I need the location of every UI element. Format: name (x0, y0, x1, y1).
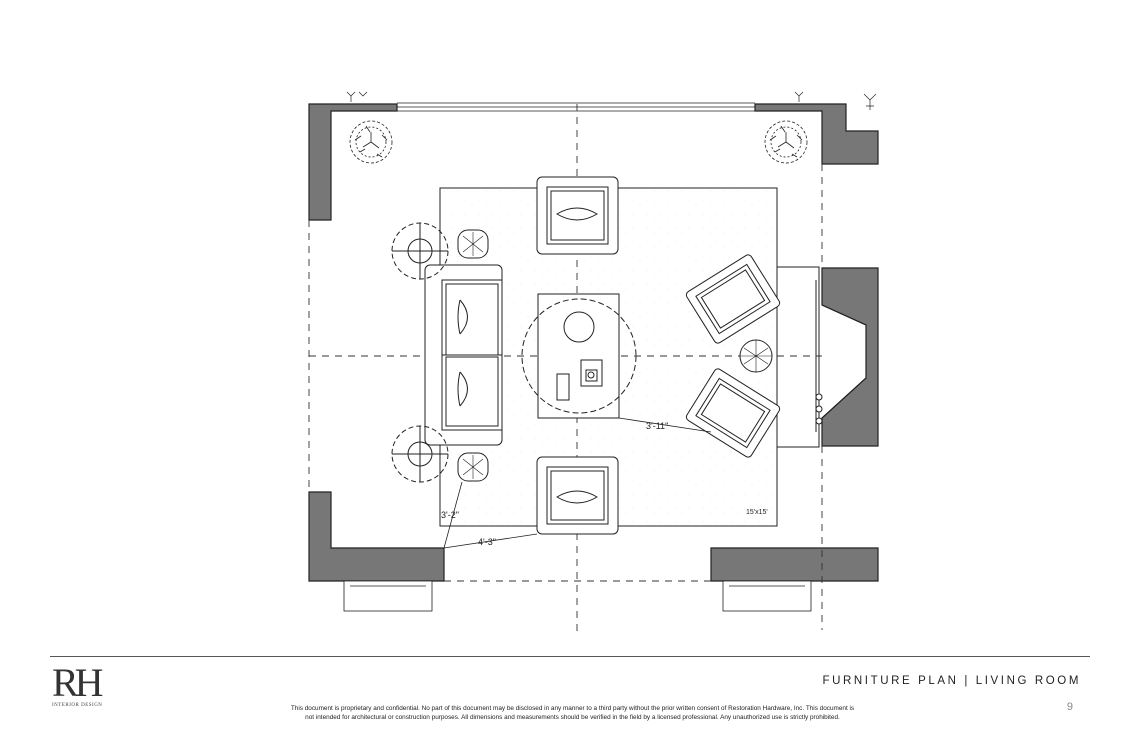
window-sills (343, 580, 812, 612)
pouf-fireplace (739, 339, 773, 373)
armchair-top (536, 176, 619, 255)
logo-mark: RH (52, 660, 104, 705)
dimension-bottom-clear: 4'-3" (478, 537, 496, 547)
disclaimer: This document is proprietary and confide… (200, 704, 945, 722)
rh-logo: RH INTERIOR DESIGN (52, 660, 112, 714)
wall-top-right (754, 103, 879, 165)
pouf-bottom (457, 452, 489, 482)
end-table-top (391, 222, 449, 280)
rug-size-label: 15'x15' (746, 509, 768, 516)
fireplace-hearth (776, 266, 867, 448)
wall-bottom-left (308, 491, 445, 582)
plant-top-left (349, 120, 393, 164)
sofa (424, 264, 503, 446)
fireplace-wall (821, 267, 879, 447)
page-number: 9 (1066, 701, 1073, 713)
dimension-lines (443, 417, 712, 549)
plant-top-right (764, 120, 808, 164)
walls (308, 103, 879, 582)
plant-stubs (346, 91, 877, 110)
wall-bottom-right (710, 547, 879, 582)
window-top (397, 102, 755, 112)
dimension-left-clear: 3'-2" (441, 510, 459, 520)
armchair-bottom (536, 456, 619, 535)
furniture-plan: 15'x15' (308, 91, 879, 632)
coffee-table-tray (580, 359, 603, 387)
disclaimer-line-1: This document is proprietary and confide… (290, 705, 855, 712)
sofa-pillow-1 (459, 299, 468, 335)
pouf-top (457, 229, 489, 259)
footer-rule (50, 656, 1090, 657)
wall-top-left (308, 103, 398, 221)
coffee-table-book (556, 373, 570, 401)
logo-subtitle: INTERIOR DESIGN (52, 703, 103, 708)
page-title: FURNITURE PLAN | LIVING ROOM (822, 675, 1081, 687)
armchair-fireplace-bottom (685, 368, 781, 458)
disclaimer-line-2: not intended for architectural or constr… (305, 714, 840, 721)
sofa-pillow-2 (459, 371, 468, 407)
end-table-bottom (391, 425, 449, 483)
dimension-chair-to-table: 3'-11" (646, 421, 668, 431)
coffee-table (521, 293, 637, 419)
armchair-fireplace-top (685, 254, 781, 344)
